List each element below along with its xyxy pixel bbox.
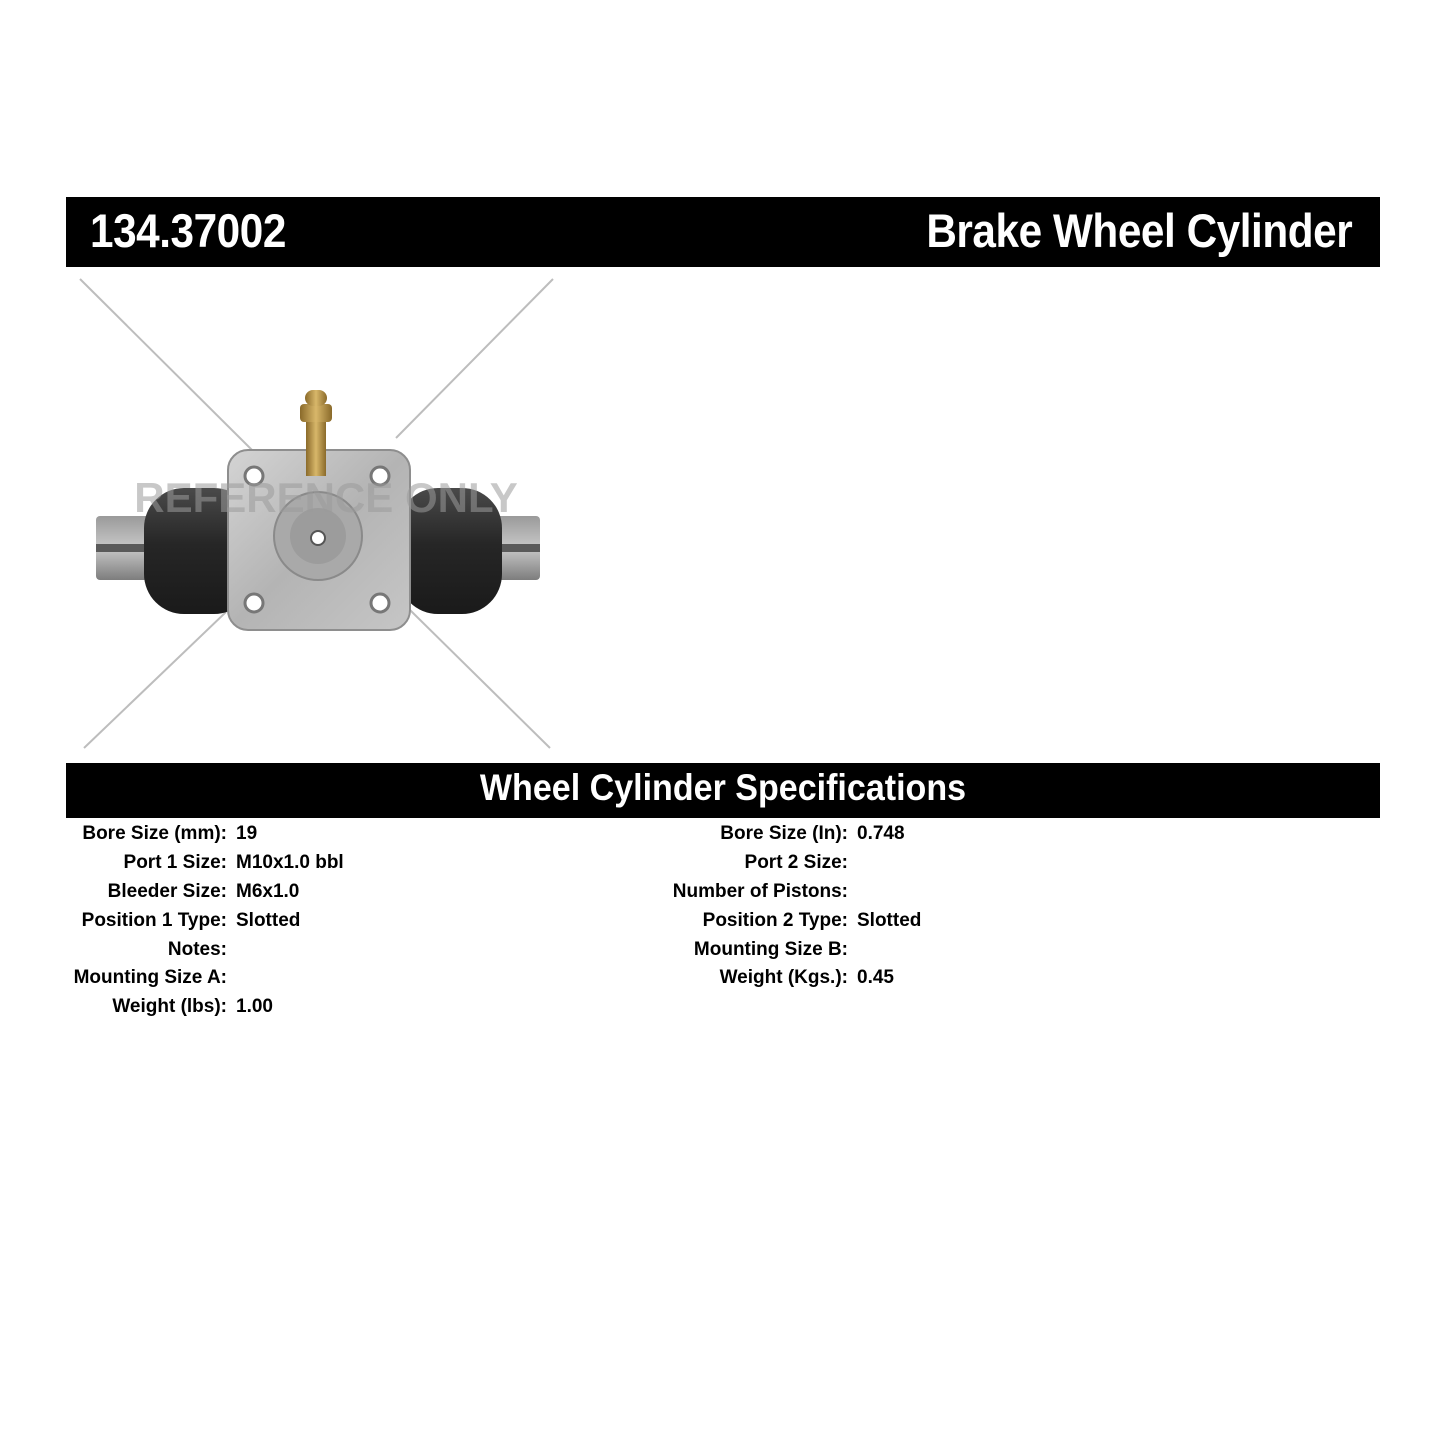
spec-row: Bore Size (mm): (0, 819, 227, 848)
spec-value: M10x1.0 bbl (236, 852, 344, 873)
spec-label: Mounting Size B: (693, 939, 848, 960)
spec-row: Port 1 Size: (0, 848, 227, 877)
spec-row: Number of Pistons: (600, 877, 848, 906)
spec-row: Mounting Size B: (600, 935, 848, 964)
product-title: Brake Wheel Cylinder (926, 204, 1352, 257)
spec-label: Mounting Size A: (73, 967, 227, 988)
spec-value: 0.748 (857, 823, 905, 844)
spec-label: Bore Size (In): (720, 823, 848, 844)
spec-value: 19 (236, 823, 258, 844)
spec-row: Position 1 Type: (0, 906, 227, 935)
spec-row: Weight (lbs): (0, 992, 227, 1021)
spec-row: Position 2 Type: (600, 906, 848, 935)
header-bar: 134.37002 Brake Wheel Cylinder (66, 197, 1380, 267)
spec-label: Weight (Kgs.): (719, 967, 848, 988)
spec-row: Port 2 Size: (600, 848, 848, 877)
spec-row: Bore Size (In): (600, 819, 848, 848)
spec-label: Weight (lbs): (112, 996, 227, 1017)
spec-value: Slotted (236, 910, 301, 931)
spec-row: Bleeder Size: (0, 877, 227, 906)
spec-value: Slotted (857, 910, 922, 931)
specifications-title: Wheel Cylinder Specifications (479, 767, 967, 808)
spec-label: Bleeder Size: (107, 881, 227, 902)
spec-label: Notes: (167, 939, 227, 960)
product-image: REFERENCE ONLY (66, 270, 586, 760)
spec-label: Bore Size (mm): (82, 823, 227, 844)
spec-label: Position 2 Type: (702, 910, 848, 931)
spec-label: Position 1 Type: (81, 910, 227, 931)
specifications-bar: Wheel Cylinder Specifications (66, 763, 1380, 818)
spec-row: Weight (Kgs.): (600, 963, 848, 992)
part-number: 134.37002 (90, 204, 286, 257)
spec-label: Port 1 Size: (123, 852, 227, 873)
spec-row: Mounting Size A: (0, 963, 227, 992)
spec-label: Number of Pistons: (672, 881, 848, 902)
spec-value: 0.45 (857, 967, 894, 988)
spec-label: Port 2 Size: (744, 852, 848, 873)
spec-row: Notes: (0, 935, 227, 964)
wheel-cylinder-photo-icon: REFERENCE ONLY (79, 278, 554, 749)
watermark: REFERENCE ONLY (134, 474, 518, 521)
spec-value: M6x1.0 (236, 881, 300, 902)
spec-value: 1.00 (236, 996, 273, 1017)
